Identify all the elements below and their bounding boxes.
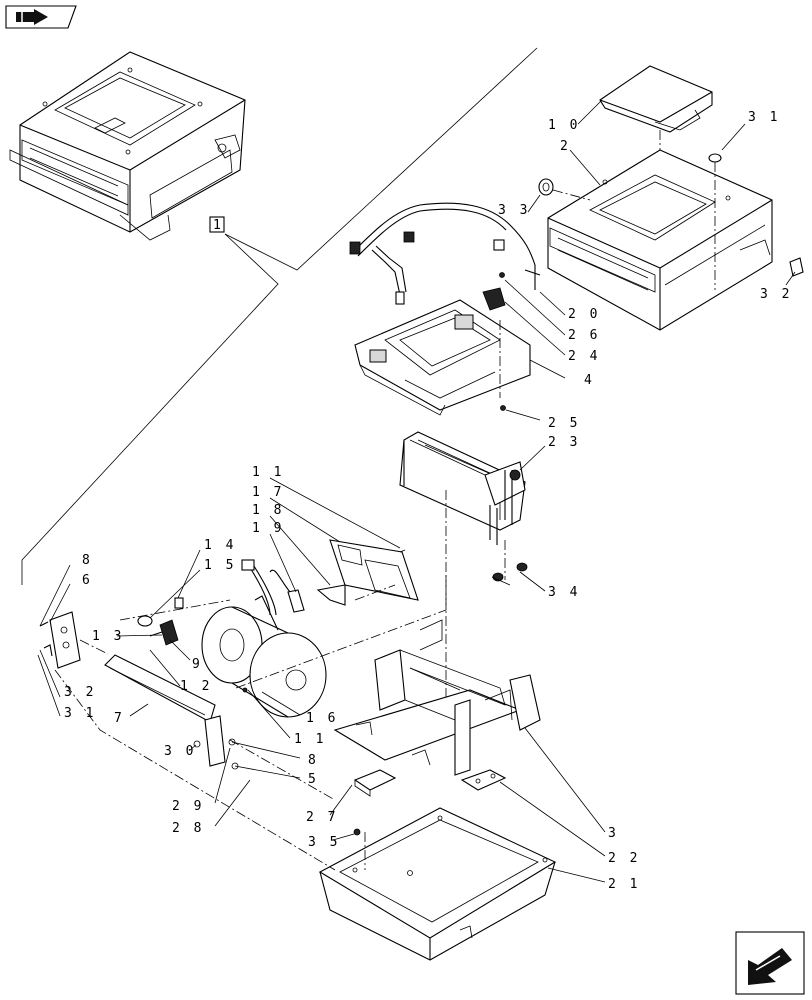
screw-26 xyxy=(499,272,505,278)
screw-35 xyxy=(353,828,361,836)
switch-9 xyxy=(149,619,179,646)
label-22: 2 2 xyxy=(608,851,640,866)
label-23: 2 3 xyxy=(548,435,580,450)
label-8-top: 8 xyxy=(82,553,93,568)
wiring-harness-20 xyxy=(349,202,541,305)
grommet-33 xyxy=(538,178,554,196)
knob-15 xyxy=(174,597,184,609)
assembly-divider xyxy=(224,47,538,271)
filter-gasket-17 xyxy=(329,539,419,601)
frame-4 xyxy=(354,299,531,416)
cover-plate-7 xyxy=(104,654,216,723)
label-29: 2 9 xyxy=(172,799,204,814)
label-34: 3 4 xyxy=(548,585,580,600)
relay-24 xyxy=(482,287,506,311)
assembled-heater-unit xyxy=(9,51,246,241)
label-10: 1 0 xyxy=(548,118,580,133)
label-25: 2 5 xyxy=(548,416,580,431)
screw-11 xyxy=(242,687,248,693)
label-5: 5 xyxy=(308,772,319,787)
clip-14 xyxy=(137,615,153,627)
heater-core-23 xyxy=(399,431,526,545)
upper-housing-2 xyxy=(547,149,773,331)
label-4: 4 xyxy=(584,373,595,388)
label-3: 3 xyxy=(608,826,619,841)
label-13: 1 3 xyxy=(92,629,124,644)
bracket-5 xyxy=(193,715,239,770)
label-27: 2 7 xyxy=(306,810,338,825)
screw-25 xyxy=(500,405,506,411)
clip-31-top xyxy=(708,153,722,163)
resistor-19 xyxy=(269,569,305,613)
cover-plate-10 xyxy=(599,65,713,133)
label-32-bottom: 3 2 xyxy=(64,685,96,700)
plug-32-top xyxy=(789,257,804,277)
label-32-top: 3 2 xyxy=(760,287,792,302)
label-2: 2 xyxy=(560,139,571,154)
label-30: 3 0 xyxy=(164,744,196,759)
label-15: 1 5 xyxy=(204,558,236,573)
label-33: 3 3 xyxy=(498,203,530,218)
label-11-top: 1 1 xyxy=(252,465,284,480)
label-20: 2 0 xyxy=(568,307,600,322)
hardware-8-left xyxy=(39,621,53,657)
reference-box: 1 xyxy=(209,216,225,233)
label-35: 3 5 xyxy=(308,835,340,850)
label-17: 1 7 xyxy=(252,485,284,500)
bottom-tray-21 xyxy=(318,807,557,961)
label-31-top: 3 1 xyxy=(748,110,780,125)
label-31-bottom: 3 1 xyxy=(64,706,96,721)
label-24: 2 4 xyxy=(568,349,600,364)
clamps-34 xyxy=(491,562,528,586)
label-8-bottom: 8 xyxy=(308,753,319,768)
pad-22 xyxy=(460,769,507,791)
bracket-18 xyxy=(316,584,346,606)
label-19: 1 9 xyxy=(252,521,284,536)
bracket-6 xyxy=(49,611,81,669)
book-arrow-icon[interactable] xyxy=(5,5,77,29)
label-14: 1 4 xyxy=(204,538,236,553)
lower-housing-3 xyxy=(333,619,541,776)
label-21: 2 1 xyxy=(608,877,640,892)
label-28: 2 8 xyxy=(172,821,204,836)
reference-box-label: 1 xyxy=(213,218,224,233)
label-26: 2 6 xyxy=(568,328,600,343)
pad-27 xyxy=(353,769,397,797)
label-11-bottom: 1 1 xyxy=(294,732,326,747)
part-labels: 1 0 3 1 2 3 3 3 2 2 0 2 6 2 4 4 2 5 2 3 … xyxy=(64,110,792,892)
label-18: 1 8 xyxy=(252,503,284,518)
label-9: 9 xyxy=(192,657,203,672)
label-16: 1 6 xyxy=(306,711,338,726)
label-7: 7 xyxy=(114,711,125,726)
leader-lines xyxy=(37,99,796,883)
next-page-arrow-icon[interactable] xyxy=(735,931,805,995)
label-6: 6 xyxy=(82,573,93,588)
assembly-divider-lower xyxy=(21,233,279,585)
label-12: 1 2 xyxy=(180,679,212,694)
